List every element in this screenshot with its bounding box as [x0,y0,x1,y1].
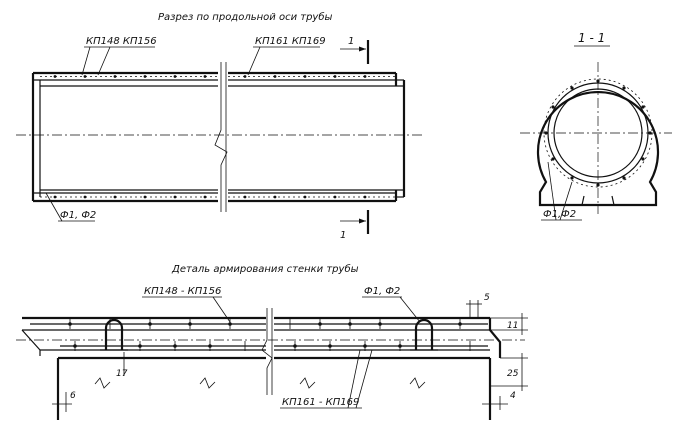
svg-text:1: 1 [340,230,346,241]
label-kp148-kp156-detail: КП148 - КП156 [144,286,221,297]
section-cut-marker-bottom: 1 [340,210,370,241]
pipe-longitudinal-section [16,62,425,212]
label-kp148-kp156-top: КП148 КП156 [86,36,157,47]
section-cut-marker-top: 1 [340,36,370,64]
label-kp161-kp169-top: КП161 КП169 [255,36,326,47]
mounting-loop-right [410,318,438,351]
dim-4: 4 [510,391,516,401]
dim-17: 17 [116,369,128,379]
dim-5: 5 [484,293,490,303]
label-f1-f2-left: Ф1, Ф2 [60,210,96,221]
dim-25: 25 [507,369,519,379]
label-f1-f2-detail: Ф1, Ф2 [364,286,400,297]
mounting-loop-left [100,318,128,351]
dimension-marks: 5 11 25 4 17 6 [52,293,528,412]
label-f1-f2-section: Ф1,Ф2 [543,209,576,220]
title-longitudinal-section: Разрез по продольной оси трубы [158,11,333,23]
svg-text:1: 1 [348,36,354,47]
section-1-1-title: 1 - 1 [578,31,605,45]
dim-6: 6 [70,391,76,401]
pipe-cross-section [520,62,672,214]
wall-reinforcement-detail [16,308,525,420]
dim-11: 11 [507,321,518,331]
rebar-dots-top [53,75,367,199]
label-kp161-kp169-detail: КП161 - КП169 [282,397,359,408]
title-wall-detail: Деталь армирования стенки трубы [171,263,359,275]
